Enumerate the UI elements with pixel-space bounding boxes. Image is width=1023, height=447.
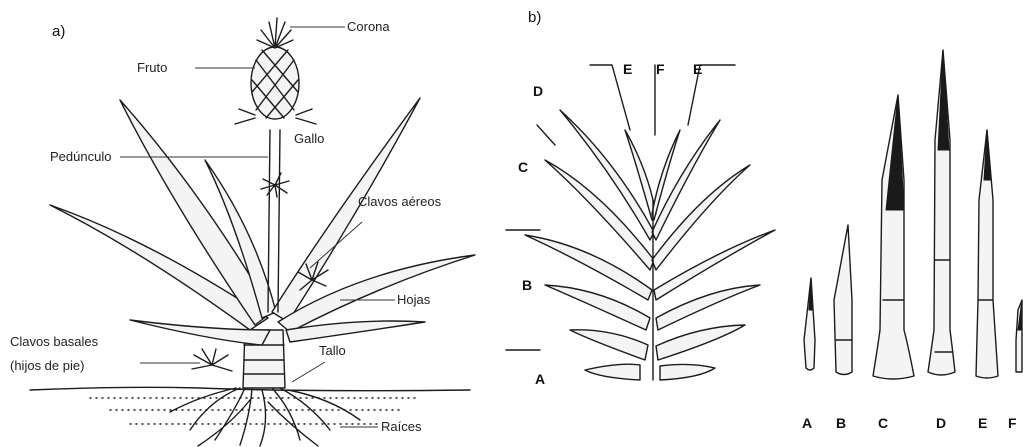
- leaf-label-a: A: [802, 415, 812, 431]
- label-hijos-de-pie: (hijos de pie): [10, 358, 84, 373]
- zone-label-f: F: [656, 61, 665, 77]
- leaf-label-c: C: [878, 415, 888, 431]
- fruit: [235, 47, 316, 124]
- label-clavos-aereos: Clavos aéreos: [358, 194, 442, 209]
- panel-a-annotations: Corona Fruto Gallo Pedúnculo Clavos aére…: [10, 19, 442, 434]
- leaves: [50, 98, 475, 345]
- individual-leaves: [804, 50, 1022, 379]
- zone-label-e-left: E: [623, 61, 632, 77]
- leaf-label-b: B: [836, 415, 846, 431]
- panel-a: a): [10, 18, 475, 446]
- label-raices: Raíces: [381, 419, 422, 434]
- panel-a-label: a): [52, 23, 65, 40]
- label-gallo: Gallo: [294, 131, 324, 146]
- leaf-label-d: D: [936, 415, 946, 431]
- soil-and-roots: [30, 387, 470, 446]
- label-clavos-basales: Clavos basales: [10, 334, 99, 349]
- leaf-rosette: [525, 110, 775, 380]
- leaf-label-e: E: [978, 415, 987, 431]
- label-hojas: Hojas: [397, 292, 431, 307]
- basal-suckers: [192, 349, 232, 371]
- label-fruto: Fruto: [137, 60, 167, 75]
- leaf-a: [804, 278, 815, 370]
- peduncle: [268, 130, 280, 312]
- slips: [261, 173, 289, 197]
- leaf-d: [928, 50, 955, 375]
- leaf-b: [834, 225, 852, 375]
- label-pedunculo: Pedúnculo: [50, 149, 111, 164]
- panel-b: b) A B C D E F E: [506, 9, 1022, 431]
- leaf-label-f: F: [1008, 415, 1017, 431]
- zone-label-c: C: [518, 159, 528, 175]
- label-tallo: Tallo: [319, 343, 346, 358]
- label-corona: Corona: [347, 19, 390, 34]
- leaf-e: [976, 130, 998, 378]
- leaf-f: [1016, 300, 1022, 372]
- zone-label-e-right: E: [693, 61, 702, 77]
- panel-b-label: b): [528, 9, 541, 26]
- crown: [257, 18, 293, 48]
- zone-label-b: B: [522, 277, 532, 293]
- zone-label-d: D: [533, 83, 543, 99]
- zone-label-a: A: [535, 371, 545, 387]
- leaf-letter-row: A B C D E F: [802, 415, 1017, 431]
- leaf-c: [873, 95, 914, 379]
